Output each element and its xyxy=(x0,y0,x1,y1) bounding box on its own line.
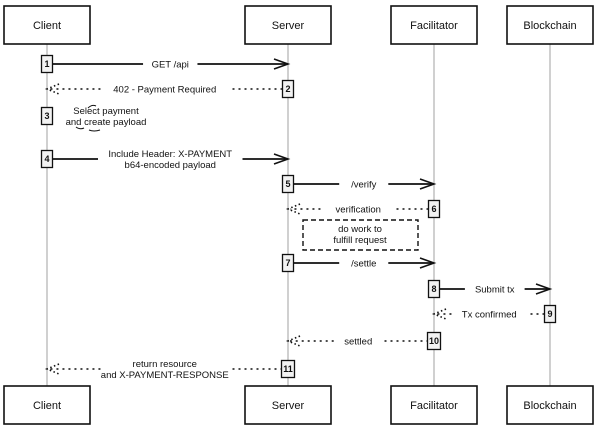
message-step-1: GET /api 1 xyxy=(40,54,291,74)
participant-label: Client xyxy=(33,400,61,412)
message-step-10: settled 10 xyxy=(285,331,442,351)
message-label: Submit tx xyxy=(475,285,515,296)
step-number: 6 xyxy=(431,204,436,214)
participant-facilitator-top: Facilitator xyxy=(390,5,478,45)
message-label: Select payment xyxy=(73,106,139,117)
step-number: 4 xyxy=(44,154,49,164)
message-label: verification xyxy=(336,205,381,216)
message-label: /verify xyxy=(351,180,377,191)
activation-box xyxy=(543,304,557,324)
participant-label: Server xyxy=(272,400,305,412)
message-label: 402 - Payment Required xyxy=(113,85,216,96)
message-step-9: Tx confirmed 9 xyxy=(431,304,557,324)
participant-label: Blockchain xyxy=(523,400,576,412)
arrow-head-icon xyxy=(44,363,60,375)
step-number: 11 xyxy=(283,364,293,374)
participant-box xyxy=(244,5,332,45)
message-step-5: /verify 5 xyxy=(281,174,437,194)
message-step-6: verification 6 xyxy=(285,199,441,219)
arrow-head-icon xyxy=(431,308,447,320)
participant-label: Client xyxy=(33,20,61,32)
note-box xyxy=(302,219,419,251)
message-label: and X-PAYMENT-RESPONSE xyxy=(101,370,229,381)
participant-box xyxy=(244,385,332,425)
activation-box xyxy=(280,359,296,379)
participant-server-bottom: Server xyxy=(244,385,332,425)
activation-box xyxy=(281,253,295,273)
activation-box xyxy=(40,149,54,169)
note-text: fulfill request xyxy=(333,235,387,246)
arrow-head-icon xyxy=(273,58,291,70)
message-label: b64-encoded payload xyxy=(125,160,216,171)
scribble-mark xyxy=(87,104,97,109)
step-badge-1: 1 xyxy=(40,54,54,74)
step-badge-2: 2 xyxy=(281,79,295,99)
activation-box xyxy=(40,54,54,74)
message-step-7: /settle 7 xyxy=(281,253,437,273)
step-badge-4: 4 xyxy=(40,149,54,169)
participant-label: Facilitator xyxy=(410,20,458,32)
participant-label: Server xyxy=(272,20,305,32)
step-badge-9: 9 xyxy=(543,304,557,324)
arrow-head-icon xyxy=(285,203,301,215)
message-step-2: 402 - Payment Required 2 xyxy=(44,79,295,99)
participant-label: Blockchain xyxy=(523,20,576,32)
step-badge-7: 7 xyxy=(281,253,295,273)
participant-box xyxy=(506,5,594,45)
participant-box xyxy=(390,5,478,45)
arrow-head-icon xyxy=(285,335,301,347)
scribble-mark xyxy=(75,126,85,130)
message-label: GET /api xyxy=(152,60,189,71)
participant-server-top: Server xyxy=(244,5,332,45)
step-number: 8 xyxy=(431,284,436,294)
participant-box xyxy=(390,385,478,425)
participant-box xyxy=(3,5,91,45)
message-label: settled xyxy=(344,337,372,348)
arrow-head-icon xyxy=(44,83,60,95)
step-number: 9 xyxy=(547,309,552,319)
arrow-head-icon xyxy=(273,153,291,165)
participant-client-top: Client xyxy=(3,5,91,45)
activation-box xyxy=(426,331,442,351)
step-number: 3 xyxy=(44,111,49,121)
message-label: return resource xyxy=(133,359,197,370)
participant-box xyxy=(506,385,594,425)
step-number: 7 xyxy=(285,258,290,268)
message-label: Include Header: X-PAYMENT xyxy=(108,149,232,160)
activation-box xyxy=(40,106,54,126)
participant-blockchain-top: Blockchain xyxy=(506,5,594,45)
activation-box xyxy=(281,79,295,99)
step-badge-3: 3 xyxy=(40,106,54,126)
step-badge-6: 6 xyxy=(427,199,441,219)
scribble-mark xyxy=(88,129,101,132)
arrow-head-icon xyxy=(535,283,553,295)
step-number: 10 xyxy=(429,336,439,346)
arrow-head-icon xyxy=(419,257,437,269)
step-number: 5 xyxy=(285,179,290,189)
step-number: 1 xyxy=(44,59,49,69)
message-label: Tx confirmed xyxy=(462,310,517,321)
step-badge-5: 5 xyxy=(281,174,295,194)
activation-box xyxy=(281,174,295,194)
participant-label: Facilitator xyxy=(410,400,458,412)
step-badge-10: 10 xyxy=(426,331,442,351)
participant-facilitator-bottom: Facilitator xyxy=(390,385,478,425)
activation-box xyxy=(427,199,441,219)
message-label: /settle xyxy=(351,259,376,270)
step-badge-11: 11 xyxy=(280,359,296,379)
arrow-head-icon xyxy=(419,178,437,190)
message-step-8: Submit tx 8 xyxy=(427,279,553,299)
activation-box xyxy=(427,279,441,299)
participant-client-bottom: Client xyxy=(3,385,91,425)
step-badge-8: 8 xyxy=(427,279,441,299)
participant-blockchain-bottom: Blockchain xyxy=(506,385,594,425)
note-text: do work to xyxy=(338,224,382,235)
step-number: 2 xyxy=(285,84,290,94)
message-label: and create payload xyxy=(66,117,147,128)
participant-box xyxy=(3,385,91,425)
